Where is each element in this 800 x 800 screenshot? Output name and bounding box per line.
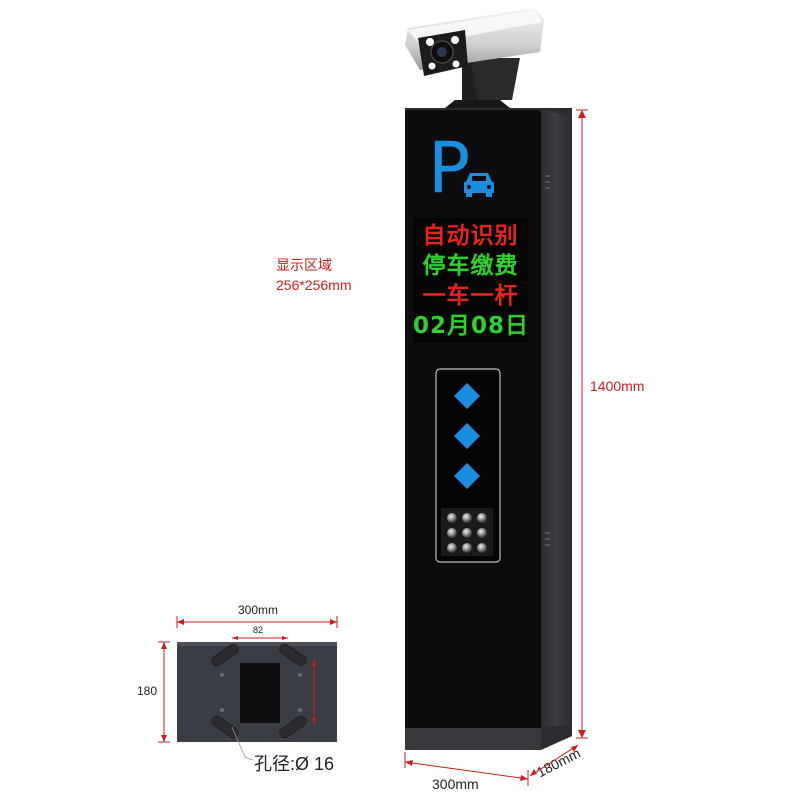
- display-area-size: 256*256mm: [276, 277, 352, 293]
- led-line-1: 自动识别: [422, 223, 519, 249]
- led-line-4: 02月08日: [413, 313, 530, 339]
- width-dimension-line: [404, 752, 529, 786]
- car-icon: [464, 173, 494, 197]
- base-dimension-lines: [158, 616, 338, 743]
- parking-sign: P: [428, 127, 470, 209]
- fill-light-icon: [441, 508, 493, 556]
- base-width-label: 300mm: [238, 603, 279, 617]
- led-text-area: 自动识别 停车缴费 一车一杆 02月08日: [413, 222, 528, 342]
- depth-dimension-line: [529, 744, 579, 777]
- base-plate: [177, 642, 337, 742]
- cabinet-side: [540, 108, 572, 750]
- camera: [405, 8, 544, 108]
- led-display: [413, 218, 528, 343]
- led-line-3: 一车一杆: [422, 283, 519, 309]
- camera-ir-led: [452, 60, 460, 68]
- camera-ir-led: [426, 38, 434, 46]
- height-dimension-label: 1400mm: [590, 378, 645, 394]
- base-height-label: 180: [137, 684, 158, 698]
- camera-ir-led: [428, 62, 436, 70]
- hole-diameter-label: 孔径:Ø 16: [254, 754, 335, 774]
- vent-slots: [545, 175, 550, 546]
- cabinet-base: [405, 728, 541, 750]
- display-area-title: 显示区域: [276, 257, 332, 273]
- camera-ir-led: [451, 36, 459, 44]
- arrow-indicator-icon: [454, 423, 480, 449]
- height-dimension-line: [576, 109, 588, 739]
- hole-leader-line: [231, 726, 254, 761]
- base-center-hole: [240, 663, 280, 723]
- base-inner-label: 82: [253, 625, 264, 635]
- width-dimension-label: 300mm: [432, 776, 479, 792]
- arrow-indicator-icon: [454, 463, 480, 489]
- display-area-label: 显示区域 256*256mm: [276, 255, 352, 295]
- arrow-indicator-icon: [454, 383, 480, 409]
- led-line-2: 停车缴费: [422, 253, 519, 279]
